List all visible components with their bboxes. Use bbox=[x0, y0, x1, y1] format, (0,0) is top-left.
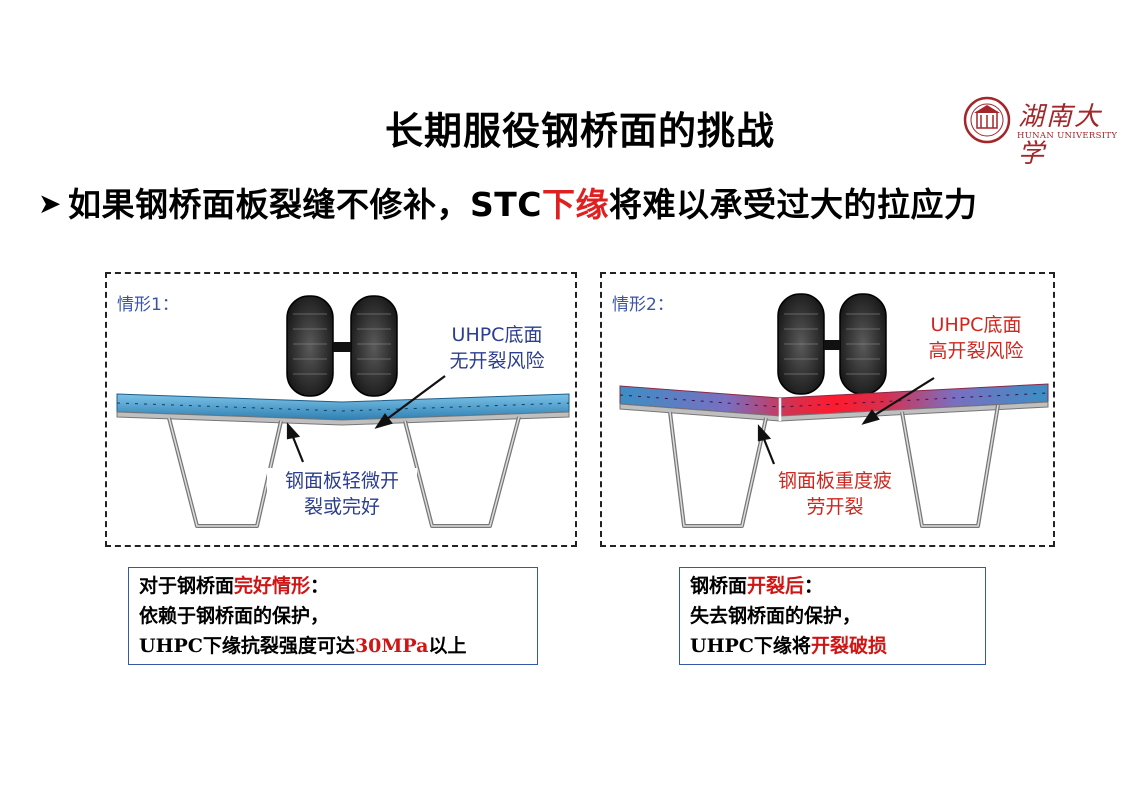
slide-title: 长期服役钢桥面的挑战 bbox=[384, 109, 775, 153]
university-logo bbox=[963, 96, 1011, 144]
u-rib-inner bbox=[669, 404, 999, 527]
deck-slab bbox=[619, 383, 1049, 422]
note1-line2: 依赖于钢桥面的保护， bbox=[139, 605, 330, 627]
case2-top-annotation: UHPC底面 高开裂风险 bbox=[906, 312, 1046, 364]
case2-note-box: 钢桥面开裂后： 失去钢桥面的保护， UHPC下缘将开裂破损 bbox=[679, 567, 986, 665]
case1-bottom-line2: 裂或完好 bbox=[303, 496, 380, 518]
note2-line2: 失去钢桥面的保护， bbox=[690, 605, 862, 627]
case2-top-line2: 高开裂风险 bbox=[928, 340, 1024, 362]
wheel-icon bbox=[777, 293, 887, 395]
deck-slab bbox=[116, 393, 570, 426]
note1-line3: UHPC下缘抗裂强度可达30MPa以上 bbox=[139, 631, 527, 661]
bullet-highlight: 下缘 bbox=[541, 185, 609, 224]
bullet-point: ➤如果钢桥面板裂缝不修补，STC下缘将难以承受过大的拉应力 bbox=[38, 178, 977, 226]
note2-line1-highlight: 开裂后 bbox=[747, 575, 805, 597]
note1-line1: 对于钢桥面完好情形： bbox=[139, 571, 527, 601]
case1-label: 情形1： bbox=[117, 295, 179, 315]
case2-label: 情形2： bbox=[612, 295, 674, 315]
annotation-arrow bbox=[757, 377, 935, 465]
case2-bottom-line2: 劳开裂 bbox=[806, 496, 864, 518]
arrow-bullet-icon: ➤ bbox=[38, 187, 62, 220]
case2-bottom-line1: 钢面板重度疲 bbox=[777, 470, 892, 492]
note2-line1-prefix: 钢桥面 bbox=[690, 575, 748, 597]
note2-line1: 钢桥面开裂后： bbox=[690, 571, 975, 601]
case1-bottom-line1: 钢面板轻微开 bbox=[284, 470, 399, 492]
seal-icon bbox=[963, 96, 1011, 144]
case2-top-line1: UHPC底面 bbox=[930, 314, 1022, 336]
case1-top-line1: UHPC底面 bbox=[451, 324, 543, 346]
note1-line1-suffix: ： bbox=[310, 575, 330, 597]
bullet-suffix: 将难以承受过大的拉应力 bbox=[608, 185, 978, 224]
note2-line3-prefix: UHPC下缘将 bbox=[690, 635, 811, 657]
case2-bottom-annotation: 钢面板重度疲 劳开裂 bbox=[760, 468, 910, 520]
case1-bottom-annotation: 钢面板轻微开 裂或完好 bbox=[267, 468, 417, 520]
note2-line3-highlight: 开裂破损 bbox=[810, 635, 887, 657]
note2-line1-suffix: ： bbox=[804, 575, 824, 597]
note1-line1-highlight: 完好情形 bbox=[234, 575, 311, 597]
note1-line1-prefix: 对于钢桥面 bbox=[139, 575, 235, 597]
case2-panel: 情形2： UHPC底面 高开裂风险 钢面板重度疲 劳开裂 bbox=[600, 272, 1055, 547]
annotation-arrow bbox=[286, 375, 446, 463]
note1-line3-prefix: UHPC下缘抗裂强度可达 bbox=[139, 635, 355, 657]
case1-note-box: 对于钢桥面完好情形： 依赖于钢桥面的保护， UHPC下缘抗裂强度可达30MPa以… bbox=[128, 567, 538, 665]
case1-panel: 情形1： UHPC底面 无开裂风险 钢面板轻微开 裂或完好 bbox=[105, 272, 577, 547]
bullet-prefix: 如果钢桥面板裂缝不修补，STC bbox=[67, 185, 542, 224]
wheel-icon bbox=[286, 295, 398, 397]
note2-line3: UHPC下缘将开裂破损 bbox=[690, 631, 975, 661]
case2-diagram bbox=[619, 293, 1049, 528]
note1-line3-highlight: 30MPa bbox=[354, 635, 429, 657]
case1-diagram bbox=[116, 295, 570, 528]
note1-line3-suffix: 以上 bbox=[428, 635, 467, 657]
logo-english: HUNAN UNIVERSITY bbox=[1017, 131, 1118, 141]
case1-top-line2: 无开裂风险 bbox=[449, 350, 545, 372]
case1-top-annotation: UHPC底面 无开裂风险 bbox=[427, 322, 567, 374]
logo-name: 湖南大学 bbox=[1018, 102, 1103, 169]
